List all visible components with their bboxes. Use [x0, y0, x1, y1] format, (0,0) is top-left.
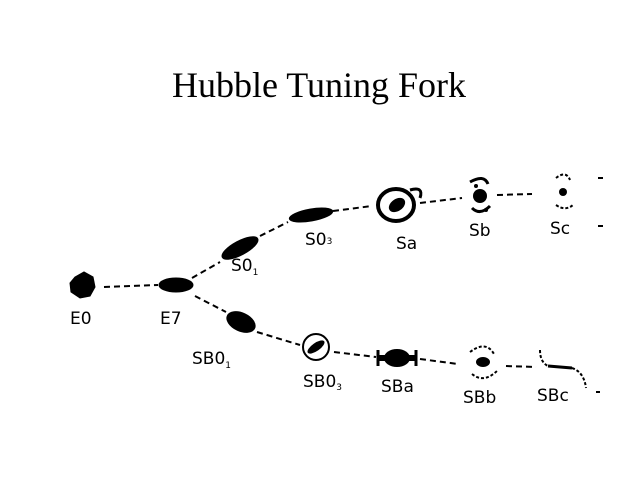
connector-sb-sc: [496, 193, 533, 196]
sb-label: Sb: [469, 221, 491, 241]
connector-sb03-sba: [333, 351, 377, 358]
s03-galaxy-icon: [288, 207, 334, 223]
sa-label: Sa: [396, 234, 417, 254]
e7-label: E7: [160, 309, 182, 329]
sb03-galaxy-icon: [302, 333, 330, 361]
connector-e7-sb01: [194, 295, 227, 313]
s03-label: S03: [305, 230, 332, 250]
sbb-galaxy-icon: [469, 345, 499, 380]
sc-galaxy-icon: [555, 173, 603, 227]
connector-sb01-sb03: [256, 331, 301, 346]
connector-e0-e7: [103, 284, 159, 288]
slide-title: Hubble Tuning Fork: [171, 65, 467, 105]
e0-galaxy-icon: [69, 271, 96, 299]
sb01-galaxy-icon: [226, 311, 256, 333]
e0-label: E0: [70, 309, 92, 329]
sb03-label: SB03: [303, 372, 342, 393]
s01-galaxy-icon: [221, 236, 259, 260]
sb-galaxy-icon: [469, 177, 492, 213]
connector-sa-sb: [419, 197, 463, 204]
sbc-galaxy-icon: [539, 349, 600, 393]
connector-s03-sa: [332, 205, 373, 212]
connector-sbb-sbc: [505, 365, 537, 368]
sba-galaxy-icon: [376, 349, 418, 367]
connector-e7-s01: [191, 261, 221, 279]
connectors: [103, 193, 537, 368]
e7-galaxy-icon: [158, 277, 194, 293]
s01-label: S01: [231, 256, 258, 278]
connector-sba-sbb: [419, 358, 459, 365]
sb01-label: SB01: [192, 349, 231, 371]
sc-label: Sc: [550, 219, 570, 239]
connector-s01-s03: [259, 221, 289, 237]
sa-galaxy-icon: [376, 187, 423, 223]
sbc-label: SBc: [537, 386, 569, 406]
sba-label: SBa: [381, 377, 414, 397]
sbb-label: SBb: [463, 388, 496, 408]
